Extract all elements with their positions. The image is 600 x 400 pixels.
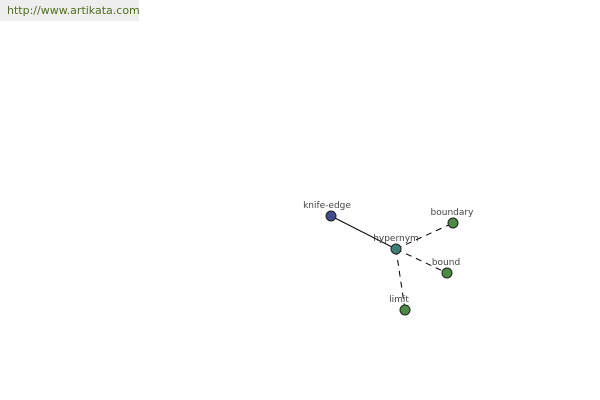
node-knife-edge[interactable]: knife-edge: [303, 201, 351, 222]
node-boundary-dot[interactable]: [447, 217, 459, 229]
node-hypernym-dot[interactable]: [390, 243, 402, 255]
edge-knife-edge-hypernym: [330, 215, 397, 250]
site-url-link[interactable]: http://www.artikata.com: [7, 4, 140, 17]
node-knife-edge-label: knife-edge: [303, 201, 351, 211]
node-hypernym[interactable]: hypernym: [373, 234, 419, 255]
node-hypernym-label: hypernym: [373, 234, 419, 244]
node-knife-edge-dot[interactable]: [325, 210, 337, 222]
node-boundary-label: boundary: [431, 208, 475, 218]
node-limit-label: limit: [389, 295, 409, 305]
node-boundary[interactable]: boundary: [431, 208, 475, 229]
url-banner: http://www.artikata.com: [0, 0, 140, 21]
node-bound[interactable]: bound: [432, 258, 460, 279]
graph-nodes: knife-edge hypernym boundary bound limit: [303, 201, 475, 316]
node-limit-dot[interactable]: [399, 304, 411, 316]
node-bound-dot[interactable]: [441, 267, 453, 279]
node-limit[interactable]: limit: [389, 295, 411, 316]
edge-hypernym-bound: [395, 248, 448, 274]
graph-edges: [330, 215, 454, 311]
node-bound-label: bound: [432, 258, 460, 268]
